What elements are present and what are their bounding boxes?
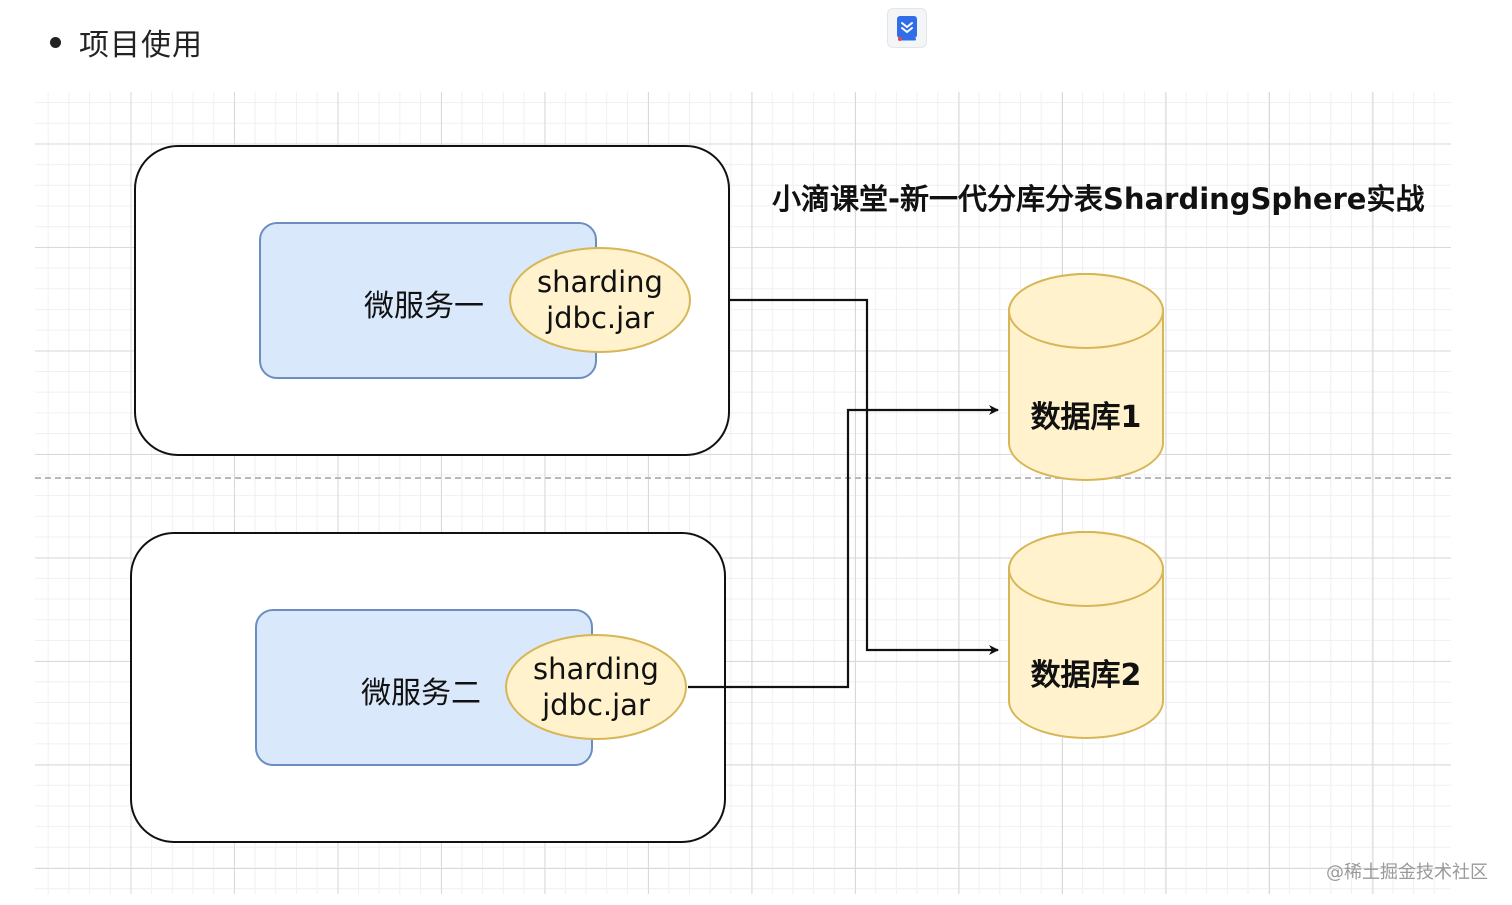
document-download-icon [897,16,917,41]
database-label-1: 数据库1 [1030,400,1142,435]
database-cylinder-2: 数据库2 [1008,531,1164,741]
watermark: @稀土掘金技术社区 [1326,862,1488,883]
section-heading: 项目使用 [50,22,203,63]
jar-label-line1: sharding [537,265,663,299]
cylinder-top [1008,273,1164,349]
jar-label-line2: jdbc.jar [546,301,654,335]
jar-label-line2: jdbc.jar [542,688,650,722]
database-label-2: 数据库2 [1030,658,1142,693]
diagram-edit-button[interactable] [887,8,927,48]
connector-service1-to-db2 [730,298,999,655]
sharding-jar-ellipse-2: sharding jdbc.jar [505,634,687,740]
diagram-title: 小滴课堂-新一代分库分表ShardingSphere实战 [772,182,1425,216]
database-cylinder-1: 数据库1 [1008,273,1164,483]
service-label-2: 微服务二 [361,676,481,711]
dashed-divider [35,477,1451,479]
sharding-jar-ellipse-1: sharding jdbc.jar [509,247,691,353]
jar-label-line1: sharding [533,652,659,686]
section-heading-text: 项目使用 [79,28,203,63]
cylinder-top [1008,531,1164,607]
service-label-1: 微服务一 [364,289,484,324]
connector-service2-to-db1 [688,405,999,689]
bullet-dot [50,36,61,48]
